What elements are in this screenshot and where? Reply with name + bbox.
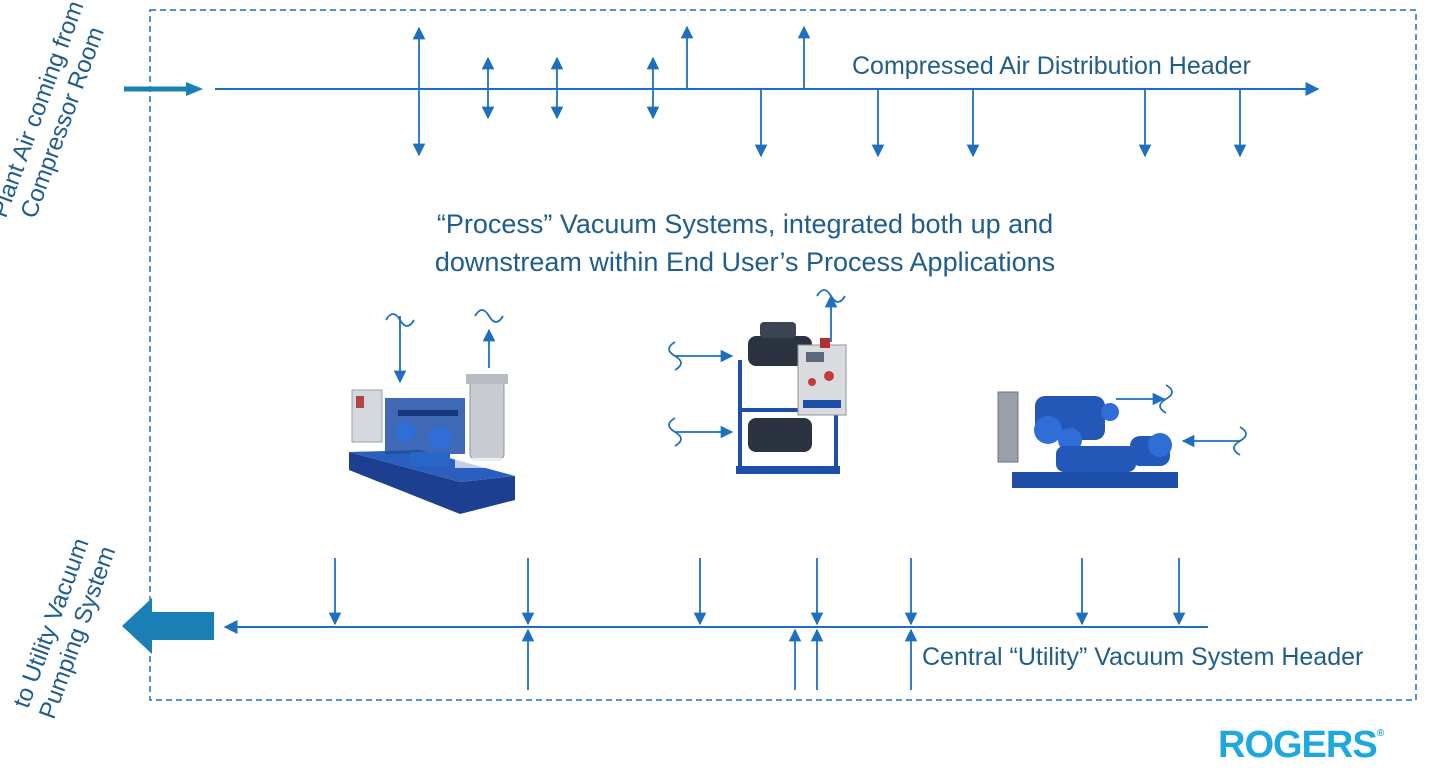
wave-icon xyxy=(385,313,415,327)
rogers-logo: ROGERS® xyxy=(1218,724,1384,767)
plant-air-inlet-arrow-icon xyxy=(124,82,203,96)
logo-text: ROGERS xyxy=(1218,724,1378,766)
wave-icon xyxy=(474,309,504,323)
utility-header-label: Central “Utility” Vacuum System Header xyxy=(922,643,1364,671)
wave-icon xyxy=(816,289,846,303)
system-boundary xyxy=(149,9,1417,701)
process-title-line1: “Process” Vacuum Systems, integrated bot… xyxy=(436,209,1054,239)
wave-icon xyxy=(1159,384,1173,414)
wave-icon xyxy=(1233,426,1247,456)
utility-branches xyxy=(328,558,1186,690)
process-vacuum-rack-middle xyxy=(736,322,847,474)
wave-icon xyxy=(668,417,682,447)
process-vacuum-skid-left xyxy=(349,374,515,514)
distribution-branches xyxy=(412,25,1247,158)
process-title-line2: downstream within End User’s Process App… xyxy=(434,247,1056,277)
registered-mark: ® xyxy=(1376,728,1384,739)
process-vacuum-skid-right xyxy=(997,391,1178,488)
wave-icon xyxy=(668,341,682,371)
distribution-header-label: Compressed Air Distribution Header xyxy=(852,52,1251,80)
left-block-arrow-icon xyxy=(122,598,214,654)
process-vacuum-title: “Process” Vacuum Systems, integrated bot… xyxy=(395,205,1095,281)
